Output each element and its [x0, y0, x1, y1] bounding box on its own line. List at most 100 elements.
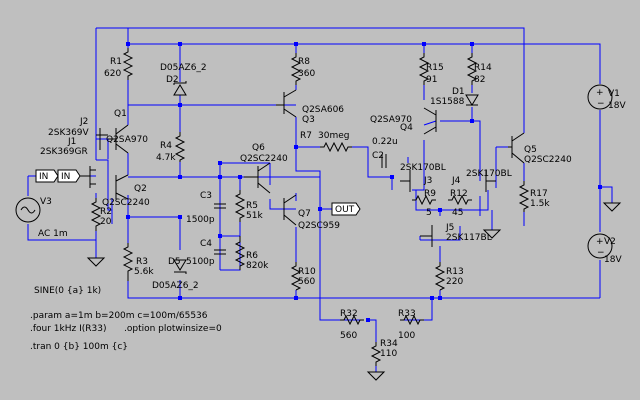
label-q5: Q5 [524, 145, 537, 155]
label-q7: Q7 [298, 209, 311, 219]
label-q1: Q1 [114, 109, 127, 119]
label-r13: R13 [446, 267, 464, 277]
jfet-j5[interactable] [420, 225, 433, 247]
value-r12: 45 [452, 208, 463, 218]
voltage-source-v2[interactable]: + − [587, 233, 613, 259]
resistor-r13[interactable] [434, 262, 446, 291]
net-label-in-gate[interactable]: IN [57, 169, 81, 183]
directive-four: .four 1kHz I(R33) [30, 324, 106, 334]
voltage-source-v1[interactable]: + − [587, 84, 613, 110]
label-c3: C3 [200, 191, 212, 201]
net-label-in-source[interactable]: IN [35, 169, 59, 183]
value-c4: 5100p [186, 257, 215, 267]
value-d5: D05AZ6_2 [152, 281, 199, 291]
value-r33: 100 [398, 331, 415, 341]
value-v2: 18V [604, 255, 622, 265]
value-r4: 4.7k [156, 153, 176, 163]
resistor-r9[interactable] [412, 194, 436, 206]
value-v1: 18V [608, 101, 626, 111]
voltage-source-v3[interactable] [15, 197, 41, 223]
label-j2: J2 [79, 117, 88, 127]
resistor-r17[interactable] [518, 181, 530, 212]
label-r6: R6 [246, 251, 258, 261]
transistor-q1[interactable] [108, 124, 129, 154]
resistor-r2[interactable] [90, 198, 102, 231]
value-q6: Q2SC2240 [240, 154, 288, 164]
transistor-q6[interactable] [244, 162, 271, 194]
label-r5: R5 [246, 201, 258, 211]
transistor-q2[interactable] [115, 174, 129, 200]
capacitor-c2[interactable] [381, 154, 387, 168]
label-j3: J3 [423, 176, 432, 186]
label-j1: J1 [67, 137, 76, 147]
label-r7: R7 [300, 131, 312, 141]
jfet-j1[interactable] [80, 166, 96, 188]
resistor-r1[interactable] [122, 48, 134, 80]
net-label-in-source-text: IN [39, 172, 48, 182]
value-r7: 30meg [318, 131, 349, 141]
transistor-q3[interactable] [276, 89, 297, 118]
diode-d1[interactable] [465, 94, 479, 106]
label-r14: R14 [474, 63, 492, 73]
value-r9: 5 [426, 208, 432, 218]
jfet-j4[interactable] [485, 170, 496, 192]
value-r14: 82 [474, 75, 485, 85]
jfet-j3[interactable] [400, 170, 411, 192]
value-c3: 1500p [186, 215, 215, 225]
resistor-r4[interactable] [174, 132, 186, 162]
component-labels: R1 620 D05AZ6_2 D2 R8 360 R15 91 R14 82 … [38, 57, 626, 359]
resistor-r8[interactable] [290, 53, 302, 85]
zener-diode-d5[interactable] [173, 259, 187, 274]
spice-directives: SINE(0 {a} 1k) .param a=1m b=200m c=100m… [30, 286, 222, 352]
jfet-j2[interactable] [96, 128, 108, 150]
net-label-out[interactable]: OUT [331, 202, 361, 216]
resistor-r5[interactable] [234, 190, 246, 222]
directive-param: .param a=1m b=200m c=100m/65536 [30, 311, 208, 321]
label-r9: R9 [424, 189, 436, 199]
ground-symbol-j4 [482, 229, 502, 239]
ground-symbol-r34 [366, 371, 386, 381]
resistor-r6[interactable] [234, 236, 246, 270]
value-r17: 1.5k [530, 199, 550, 209]
value-q1: Q2SA970 [106, 135, 148, 145]
value-q3: Q2SA606 [302, 105, 344, 115]
value-d1: 1S1588 [430, 97, 465, 107]
label-c2: C2 [372, 151, 384, 161]
label-r17: R17 [530, 189, 548, 199]
label-r34: R34 [380, 339, 398, 349]
transistor-q7[interactable] [283, 194, 297, 226]
svg-text:−: − [597, 99, 605, 109]
resistor-r14[interactable] [466, 53, 478, 85]
label-r8: R8 [298, 57, 310, 67]
resistor-r10[interactable] [290, 262, 302, 291]
value-j2: 2SK369V [48, 128, 90, 138]
net-label-in-gate-text: IN [61, 172, 70, 182]
resistor-r3[interactable] [122, 243, 134, 281]
resistor-r12[interactable] [448, 194, 472, 206]
value-r8: 360 [298, 69, 315, 79]
transistor-q5[interactable] [508, 132, 525, 164]
value-q5: Q2SC2240 [524, 155, 572, 165]
transistor-q4[interactable] [423, 107, 437, 135]
svg-text:+: + [596, 88, 604, 98]
value-v3: AC 1m [38, 229, 68, 239]
label-j5: J5 [445, 223, 454, 233]
capacitor-c4[interactable] [214, 249, 226, 255]
label-c4: C4 [200, 239, 212, 249]
resistor-r34[interactable] [370, 342, 382, 366]
label-r4: R4 [160, 141, 172, 151]
value-q4: Q2SA970 [370, 115, 412, 125]
zener-diode-d2[interactable] [173, 81, 187, 96]
capacitor-c3[interactable] [214, 203, 226, 209]
resistor-r33[interactable] [400, 314, 424, 326]
value-r1: 620 [104, 69, 121, 79]
value-j4: 2SK170BL [466, 169, 512, 179]
resistor-r32[interactable] [340, 314, 364, 326]
resistor-r7[interactable] [320, 141, 352, 153]
resistor-r15[interactable] [418, 53, 430, 85]
junctions [126, 42, 602, 322]
label-d2: D2 [166, 75, 179, 85]
label-r2: R2 [100, 207, 112, 217]
directive-tran: .tran 0 {b} 100m {c} [30, 342, 128, 352]
